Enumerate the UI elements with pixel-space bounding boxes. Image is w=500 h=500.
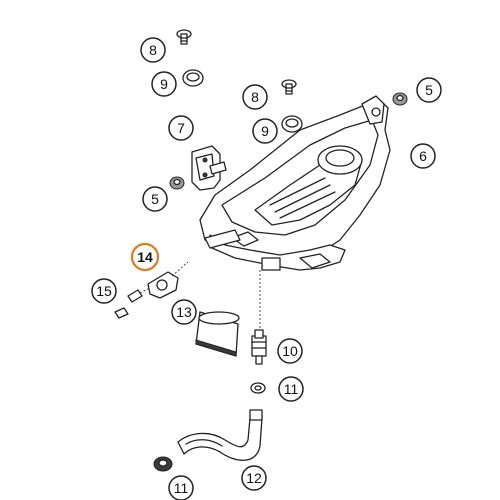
callout-label: 10 xyxy=(282,343,298,359)
callout-label: 11 xyxy=(284,381,299,397)
screw-part xyxy=(281,79,297,95)
grommet-part xyxy=(281,115,303,133)
clamp-part xyxy=(250,382,266,394)
callout-label: 13 xyxy=(176,304,192,320)
callout-label: 8 xyxy=(251,89,259,105)
callout-label: 6 xyxy=(419,148,427,164)
callout-c7: 7 xyxy=(168,115,194,141)
callout-c9a: 9 xyxy=(151,71,177,97)
callout-c15: 15 xyxy=(91,278,117,304)
callout-c11b: 11 xyxy=(168,475,194,500)
hose-part xyxy=(177,409,263,461)
sleeve-part xyxy=(195,311,240,357)
callout-c8b: 8 xyxy=(242,84,268,110)
callout-label: 9 xyxy=(160,76,168,92)
fitting-part xyxy=(251,270,267,365)
callout-c6: 6 xyxy=(410,143,436,169)
callout-c5b: 5 xyxy=(142,186,168,212)
clamp-part xyxy=(153,456,173,472)
housing-part xyxy=(199,95,391,271)
callout-c14: 14 xyxy=(130,242,160,272)
callout-label: 5 xyxy=(425,82,433,98)
small-screw-part xyxy=(114,287,151,319)
nut-part xyxy=(392,92,408,106)
callout-c5a: 5 xyxy=(416,77,442,103)
callout-c10: 10 xyxy=(277,338,303,364)
nut-part xyxy=(169,176,185,190)
callout-label: 8 xyxy=(149,42,157,58)
callout-c9b: 9 xyxy=(252,118,278,144)
grommet-part xyxy=(182,69,204,87)
sensor-part xyxy=(147,261,189,299)
callout-c11a: 11 xyxy=(278,376,304,402)
screw-part xyxy=(176,29,192,45)
bracket-part xyxy=(191,145,227,191)
callout-label: 14 xyxy=(137,249,153,265)
callout-label: 9 xyxy=(261,123,269,139)
callout-label: 15 xyxy=(96,283,112,299)
callout-label: 12 xyxy=(246,470,262,486)
callout-label: 11 xyxy=(174,480,189,496)
callout-c12: 12 xyxy=(241,465,267,491)
callout-c8a: 8 xyxy=(140,37,166,63)
callout-c13: 13 xyxy=(171,299,197,325)
callout-label: 7 xyxy=(177,120,185,136)
callout-label: 5 xyxy=(151,191,159,207)
